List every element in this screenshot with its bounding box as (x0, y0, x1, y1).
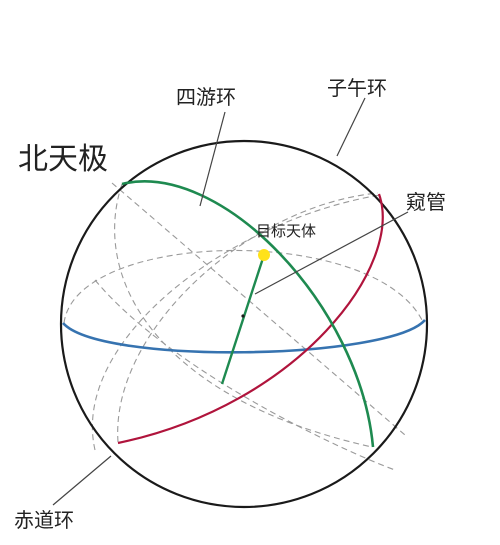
leader-four-travel-ring (199, 111, 226, 207)
dashed-ring-tilted-a (92, 194, 381, 451)
label-target-body: 目标天体 (256, 222, 316, 240)
dashed-ring-four-travel-back (114, 183, 373, 448)
dashed-ring-tilted-b (111, 182, 406, 436)
label-four-travel-ring: 四游环 (176, 85, 236, 109)
dashed-ring-equator-back (63, 249, 424, 324)
leader-equator-ring (52, 455, 112, 506)
sphere-center-dot (241, 314, 245, 318)
label-sighting-tube: 窥管 (406, 190, 446, 214)
dashed-ring-tilted-c (94, 279, 396, 471)
leader-sighting-tube (254, 211, 409, 295)
label-north-celestial-pole: 北天极 (18, 142, 108, 177)
horizon-ring (62, 319, 426, 354)
target-body-marker (258, 249, 270, 261)
label-equator-ring: 赤道环 (14, 508, 74, 532)
leader-meridian-ring (336, 97, 366, 157)
label-meridian-ring: 子午环 (327, 76, 387, 100)
celestial-sphere-outline (59, 139, 429, 509)
four-travel-ring (121, 180, 375, 448)
sighting-tube (220, 254, 266, 385)
